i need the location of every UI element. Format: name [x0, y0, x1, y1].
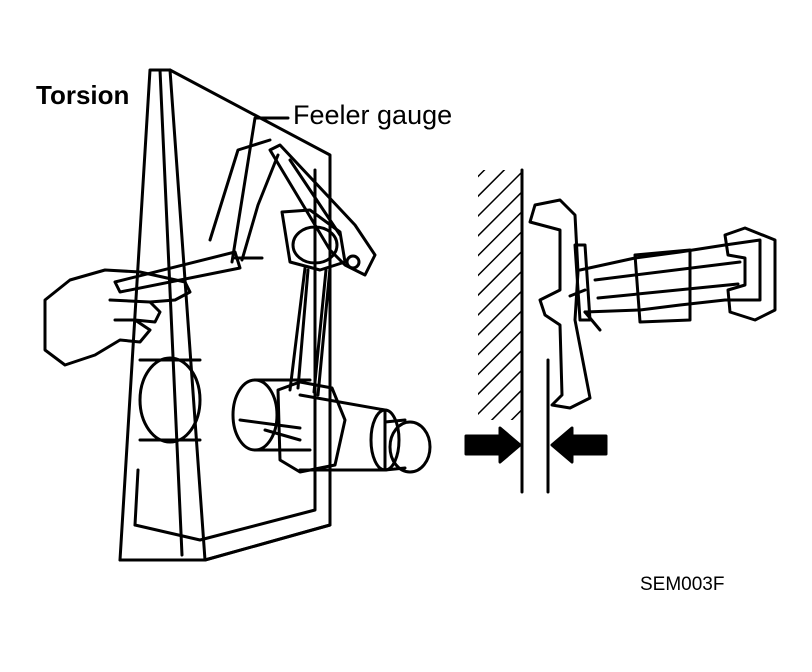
figure-code: SEM003F: [640, 574, 725, 595]
connecting-rod: [240, 143, 377, 474]
callout-leader: [230, 116, 290, 264]
feeler-gauge-blade: [113, 250, 264, 294]
arrow-left-push: [464, 426, 522, 464]
arrow-right-push: [550, 426, 608, 464]
hand: [43, 268, 192, 367]
detail-view: [478, 168, 777, 494]
diagram-title: Torsion: [36, 80, 130, 110]
fixture-stand: [118, 68, 332, 562]
feeler-gauge-label: Feeler gauge: [293, 100, 453, 130]
bearing-shaft: [231, 378, 432, 474]
